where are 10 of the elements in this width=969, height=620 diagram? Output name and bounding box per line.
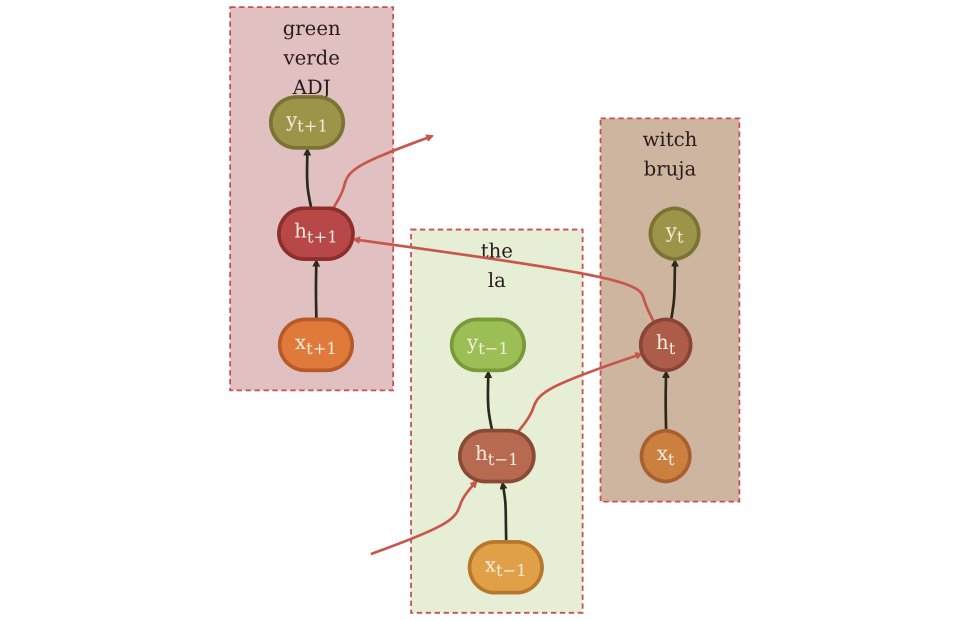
arrow [331, 134, 434, 210]
arrow [669, 259, 679, 321]
arrow [352, 236, 656, 324]
arrow [484, 370, 494, 432]
arrow [303, 148, 312, 209]
arrow [516, 352, 643, 434]
arrow [499, 482, 508, 542]
arrow [370, 480, 478, 556]
arrow [312, 259, 320, 320]
arrow [662, 370, 670, 432]
